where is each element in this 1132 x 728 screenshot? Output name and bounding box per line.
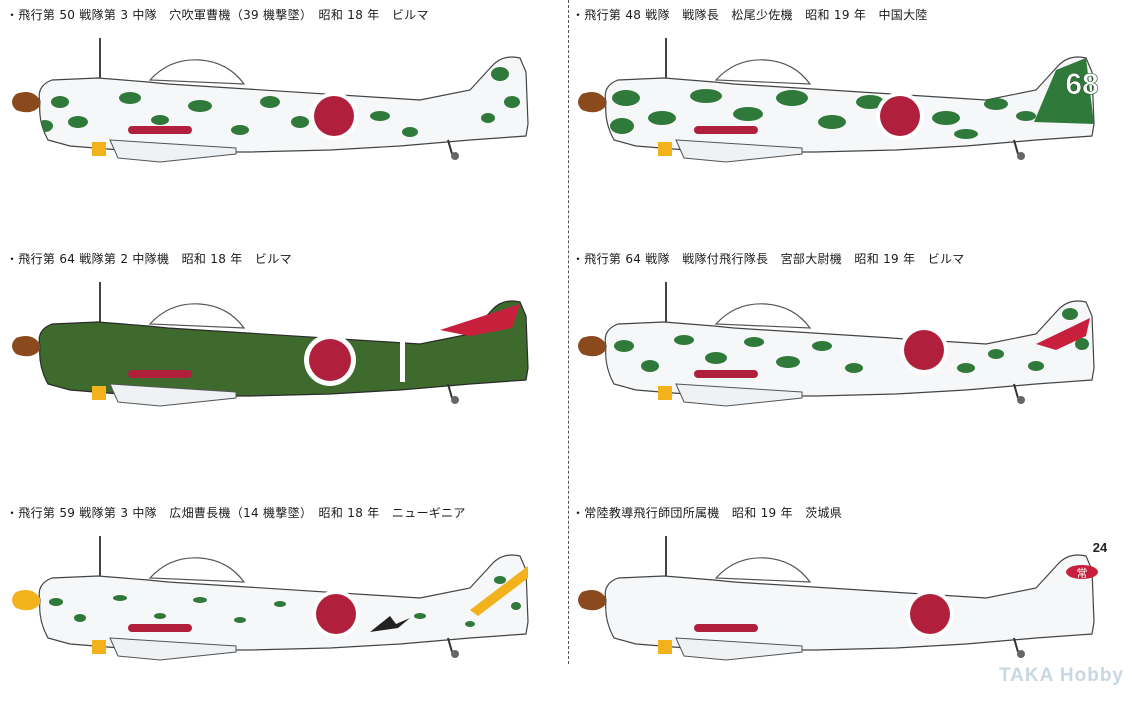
caption-2: ・飛行第 48 戦隊 戦隊長 松尾少佐機 昭和 19 年 中国大陸 (572, 8, 928, 22)
aircraft-profile-5 (12, 536, 529, 661)
aircraft-profile-1 (12, 38, 529, 163)
caption-6: ・常陸教導飛行師団所属機 昭和 19 年 茨城県 (572, 506, 843, 520)
profile-card-4: ・飛行第 64 戦隊 戦隊付飛行隊長 宮部大尉機 昭和 19 年 ビルマ (566, 244, 1132, 474)
caption-5: ・飛行第 59 戦隊第 3 中隊 広畑曹長機（14 機撃墜） 昭和 18 年 ニ… (6, 506, 466, 520)
caption-3: ・飛行第 64 戦隊第 2 中隊機 昭和 18 年 ビルマ (6, 252, 292, 266)
tail-number-24: 24 (1093, 540, 1108, 555)
profile-card-1: ・飛行第 50 戦隊第 3 中隊 穴吹軍曹機（39 機撃墜） 昭和 18 年 ビ… (0, 0, 566, 230)
profile-card-6: ・常陸教導飛行師団所属機 昭和 19 年 茨城県 24 常 (566, 498, 1132, 728)
aircraft-profile-6: 24 常 (578, 536, 1108, 661)
column-divider (568, 0, 569, 664)
profile-card-5: ・飛行第 59 戦隊第 3 中隊 広畑曹長機（14 機撃墜） 昭和 18 年 ニ… (0, 498, 566, 728)
aircraft-profile-3 (12, 282, 529, 407)
watermark: TAKA Hobby (998, 665, 1124, 686)
tail-emblem: 常 (1077, 567, 1088, 580)
caption-4: ・飛行第 64 戦隊 戦隊付飛行隊長 宮部大尉機 昭和 19 年 ビルマ (572, 252, 965, 266)
profile-card-2: ・飛行第 48 戦隊 戦隊長 松尾少佐機 昭和 19 年 中国大陸 68 (566, 0, 1132, 230)
aircraft-profile-4 (578, 282, 1095, 407)
aircraft-profile-2: 68 (578, 38, 1099, 163)
caption-1: ・飛行第 50 戦隊第 3 中隊 穴吹軍曹機（39 機撃墜） 昭和 18 年 ビ… (6, 8, 429, 22)
profile-card-3: ・飛行第 64 戦隊第 2 中隊機 昭和 18 年 ビルマ (0, 244, 566, 474)
tail-number-68: 68 (1065, 68, 1098, 101)
